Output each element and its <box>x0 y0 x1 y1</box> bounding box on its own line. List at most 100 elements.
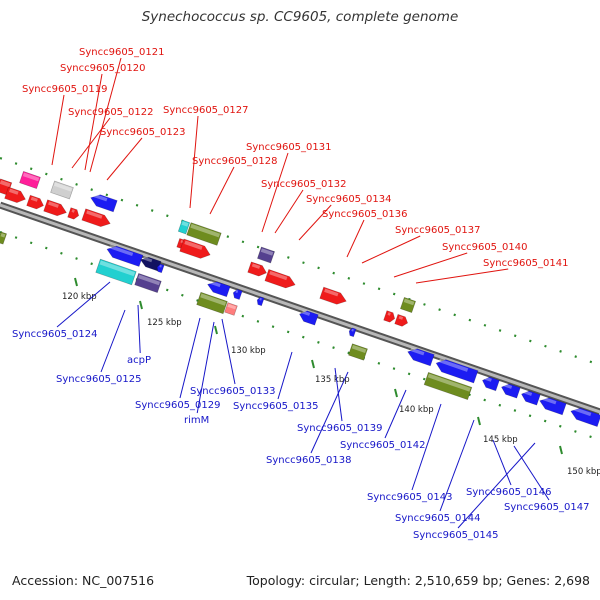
leader-line-minus <box>457 442 536 529</box>
gene-feature-minus <box>348 327 357 338</box>
gene-feature-plus-outer-highlight <box>190 223 220 238</box>
gene-feature-plus-outer <box>186 222 222 246</box>
leader-line-minus <box>492 439 512 486</box>
gene-feature-plus-shape <box>394 313 409 327</box>
gene-feature-minus-highlight <box>109 245 134 257</box>
gene-feature-plus-highlight <box>269 271 288 281</box>
gene-feature-minus-outer-highlight <box>227 303 237 310</box>
leader-line-minus <box>334 367 343 422</box>
gene-feature-minus-highlight <box>542 396 557 405</box>
gene-feature-plus-outer-highlight <box>53 182 73 192</box>
topology-text: Topology: circular; Length: 2,510,659 bp… <box>246 573 590 588</box>
leader-line-minus <box>56 281 111 328</box>
gene-label-minus: acpP <box>127 355 151 366</box>
gene-feature-minus-highlight <box>503 383 513 389</box>
leader-line-minus <box>277 351 293 400</box>
gene-feature-minus <box>156 263 165 274</box>
gene-feature-minus-outer-shape <box>224 302 238 316</box>
gene-feature-plus-shape <box>81 208 111 227</box>
gene-feature-minus-shape <box>521 390 541 406</box>
gene-feature-minus-outer <box>134 273 162 293</box>
gene-feature-minus-highlight <box>484 376 492 382</box>
gene-feature-minus-shape <box>570 407 600 427</box>
gene-feature-plus-outer <box>0 231 8 245</box>
gene-label-minus: Syncc9605_0143 <box>367 492 453 503</box>
genome-backbone <box>0 201 600 416</box>
gene-feature-plus-shape <box>26 194 44 210</box>
gene-feature-minus <box>106 245 144 267</box>
gene-feature-minus-highlight <box>259 297 262 301</box>
gene-feature-plus-shape <box>179 238 211 259</box>
gene-feature-plus <box>43 199 67 217</box>
leader-line-minus <box>439 419 475 512</box>
scale-tick-mark <box>214 325 218 335</box>
leader-line-plus <box>51 94 65 166</box>
gene-label-minus: Syncc9605_0133 <box>190 386 276 397</box>
gene-feature-minus-shape <box>348 327 357 338</box>
accession-text: Accession: NC_007516 <box>12 573 155 588</box>
gene-feature-minus-highlight <box>438 358 469 372</box>
gene-label-minus: Syncc9605_0129 <box>135 400 221 411</box>
gene-label-minus: Syncc9605_0147 <box>504 502 590 513</box>
gene-labels: Syncc9605_0121Syncc9605_0120Syncc9605_01… <box>12 47 590 541</box>
gene-feature-plus-outer-shape <box>50 180 74 200</box>
gene-feature-minus <box>299 310 319 326</box>
leader-line-minus <box>310 371 349 454</box>
gene-feature-plus <box>394 313 409 327</box>
scale-tick-label: 125 kbp <box>147 318 182 328</box>
gene-feature-minus-shape <box>299 310 319 326</box>
leader-line-plus <box>393 252 468 278</box>
gene-feature-minus-highlight <box>235 290 239 294</box>
gene-feature-plus-outer <box>399 296 417 314</box>
gene-label-minus: Syncc9605_0138 <box>266 455 352 466</box>
gene-feature-plus-outer <box>19 171 41 189</box>
gene-label-plus: Syncc9605_0132 <box>261 179 347 190</box>
map-title: Synechococcus sp. CC9605, complete genom… <box>141 9 459 25</box>
gene-feature-minus-outer <box>95 258 137 286</box>
gene-label-minus: Syncc9605_0139 <box>297 423 383 434</box>
gene-feature-minus-shape <box>539 397 567 416</box>
gene-feature-minus-outer-highlight <box>427 373 471 392</box>
gene-feature-plus-highlight <box>387 312 391 316</box>
gene-feature-plus-highlight <box>398 315 404 320</box>
gene-label-minus: Syncc9605_0145 <box>413 530 499 541</box>
gene-feature-plus-outer-shape <box>19 171 41 189</box>
gene-feature-minus-highlight <box>159 264 162 268</box>
gene-feature-minus <box>521 390 541 406</box>
gene-feature-plus-outer-shape <box>90 194 118 213</box>
gene-feature-minus-outer-highlight <box>351 344 367 353</box>
scale-tick-mark <box>311 359 315 369</box>
gene-feature-minus-highlight <box>301 310 311 316</box>
scale-tick-mark <box>394 388 398 398</box>
gene-feature-plus-shape <box>247 261 267 277</box>
gene-feature-plus <box>67 207 80 220</box>
gene-feature-minus <box>501 383 521 399</box>
leader-line-minus <box>137 304 141 354</box>
gene-label-plus: Syncc9605_0123 <box>100 127 186 138</box>
gene-label-plus: Syncc9605_0141 <box>483 258 569 269</box>
leader-line-plus <box>261 152 289 233</box>
gene-feature-minus-shape <box>407 348 435 367</box>
gene-feature-plus-highlight <box>0 180 11 188</box>
gene-feature-minus-outer-shape <box>348 343 368 361</box>
gene-label-plus: Syncc9605_0121 <box>79 47 165 58</box>
gene-feature-plus-outer-highlight <box>403 298 415 306</box>
gene-feature-plus-shape <box>43 199 67 217</box>
gene-feature-minus-outer <box>348 343 368 361</box>
gene-label-plus: Syncc9605_0131 <box>246 142 332 153</box>
gene-feature-plus <box>247 261 267 277</box>
gene-label-plus: Syncc9605_0127 <box>163 105 249 116</box>
scale-tick-label: 130 kbp <box>231 346 266 356</box>
scale-tick-mark <box>477 416 481 426</box>
plus-track-guide <box>0 156 600 367</box>
leader-line-plus <box>346 219 365 258</box>
gene-feature-minus-highlight <box>523 390 533 396</box>
gene-label-minus: Syncc9605_0124 <box>12 329 98 340</box>
leader-line-plus <box>106 137 143 181</box>
leader-line-minus <box>100 309 126 373</box>
gene-feature-plus <box>4 186 26 203</box>
gene-feature-plus-highlight <box>324 288 339 297</box>
gene-label-minus: rimM <box>184 415 209 426</box>
gene-feature-minus-shape <box>482 376 500 392</box>
gene-feature-plus-highlight <box>86 210 103 219</box>
